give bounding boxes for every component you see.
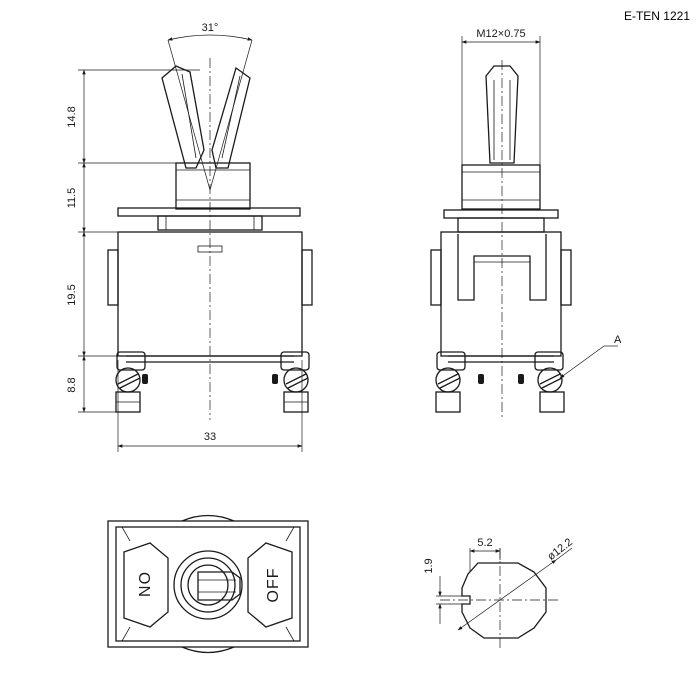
dim-terminal-height: 8.8 xyxy=(66,377,78,392)
side-body xyxy=(440,231,562,357)
model-title: E-TEN 1221 xyxy=(624,9,690,23)
side-lower-nut xyxy=(457,217,545,233)
dim-body-height: 19.5 xyxy=(66,284,78,305)
off-panel xyxy=(247,542,293,628)
dim-bushing-height: 11.5 xyxy=(66,188,78,209)
body-tab-right xyxy=(301,249,313,306)
off-label: OFF xyxy=(265,568,282,603)
side-plate xyxy=(443,209,559,219)
lever-left xyxy=(161,65,205,169)
angle-ext-right xyxy=(209,39,253,191)
side-body-window xyxy=(457,234,547,301)
angle-label: 31° xyxy=(202,22,219,34)
front-view: 31° xyxy=(66,22,313,452)
detail-a: 5.2 1.9 ø12.2 xyxy=(423,536,575,650)
dim-lever-height: 14.8 xyxy=(66,106,78,127)
top-lever xyxy=(197,571,241,601)
side-lever xyxy=(485,65,519,164)
angle-arc xyxy=(167,34,253,41)
terminal-right xyxy=(272,351,310,413)
terminal-left xyxy=(115,351,148,413)
diameter-line xyxy=(457,559,557,631)
dim-body-width: 33 xyxy=(204,431,216,443)
on-label: ON xyxy=(135,572,152,598)
top-view: ON OFF xyxy=(107,514,309,654)
callout-a: A xyxy=(614,334,622,346)
on-panel xyxy=(123,542,169,628)
side-view: M12×0.75 xyxy=(430,28,622,420)
lever-right xyxy=(211,66,251,169)
bushing-nut xyxy=(175,162,251,210)
body-tab-left xyxy=(107,249,119,306)
side-terminal-right xyxy=(518,351,565,413)
dim-key-height: 1.9 xyxy=(423,558,435,573)
top-body xyxy=(107,520,309,648)
top-nut-outer xyxy=(173,550,243,620)
dim-flat-width: 5.2 xyxy=(477,537,492,549)
callout-leader xyxy=(559,345,605,379)
hole-profile xyxy=(461,562,547,639)
thread-label: M12×0.75 xyxy=(476,28,525,40)
side-nut xyxy=(461,164,541,210)
side-terminal-left xyxy=(435,351,484,413)
dim-diameter: ø12.2 xyxy=(545,536,575,563)
